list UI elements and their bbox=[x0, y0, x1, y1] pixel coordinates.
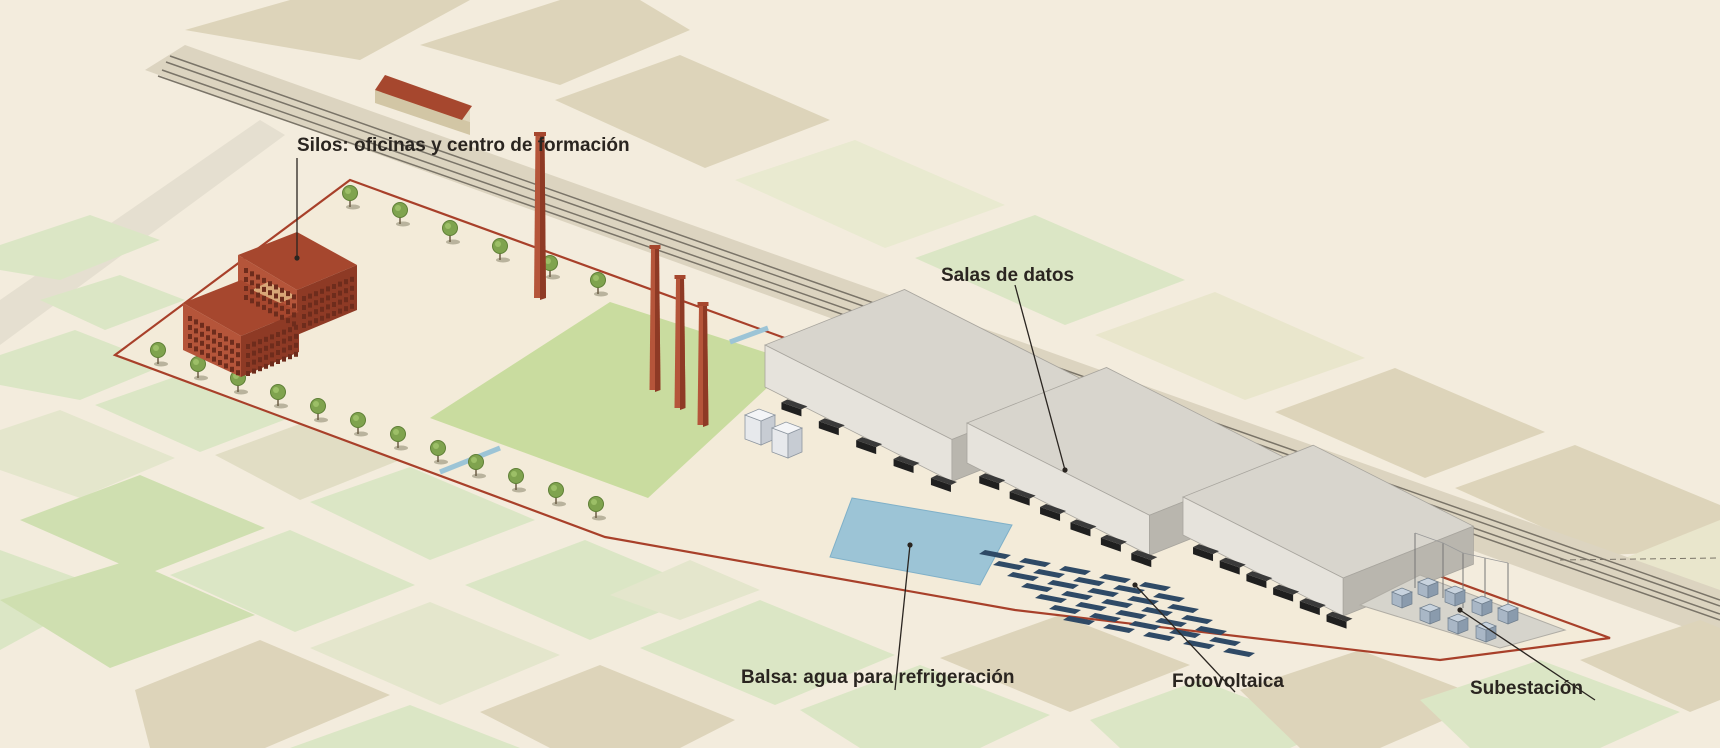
solar-panel bbox=[1139, 582, 1171, 591]
tree bbox=[492, 238, 510, 263]
solar-panel bbox=[1129, 621, 1161, 630]
solar-panel bbox=[1183, 640, 1215, 649]
solar-panel bbox=[1103, 624, 1135, 633]
tree bbox=[342, 185, 360, 210]
solar-panel bbox=[1115, 610, 1147, 619]
solar-panel bbox=[1061, 591, 1093, 600]
label-subestacion: Subestación bbox=[1470, 678, 1583, 699]
solar-panel bbox=[993, 561, 1025, 570]
data-hall bbox=[1182, 444, 1475, 629]
solar-panel bbox=[1087, 588, 1119, 597]
city-blocks-south bbox=[0, 215, 1720, 748]
tree bbox=[588, 496, 606, 521]
solar-panel bbox=[1075, 602, 1107, 611]
tree bbox=[310, 398, 328, 423]
solar-panel bbox=[1059, 566, 1091, 575]
solar-panel bbox=[1073, 577, 1105, 586]
solar-panel bbox=[1021, 583, 1053, 592]
chimneys bbox=[534, 132, 709, 427]
auxiliary-modules bbox=[743, 408, 804, 459]
site-boundary bbox=[112, 178, 1611, 662]
tree bbox=[508, 468, 526, 493]
station-building bbox=[375, 75, 472, 135]
leader-subestacion bbox=[1459, 609, 1596, 701]
solar-panel bbox=[1019, 558, 1051, 567]
transformer bbox=[1475, 621, 1497, 643]
chimney bbox=[674, 275, 686, 410]
transformer bbox=[1444, 585, 1466, 607]
leader-salas bbox=[1014, 284, 1066, 471]
solar-panel bbox=[1209, 637, 1241, 646]
labels: Silos: oficinas y centro de formación Sa… bbox=[297, 135, 1583, 699]
tree bbox=[150, 342, 168, 367]
solar-panel bbox=[1089, 613, 1121, 622]
trees bbox=[150, 185, 608, 521]
silos-buildings bbox=[183, 232, 357, 377]
solar-panel bbox=[1113, 585, 1145, 594]
label-fotovoltaica: Fotovoltaica bbox=[1172, 671, 1284, 692]
solar-panels bbox=[979, 550, 1255, 657]
tree bbox=[542, 255, 560, 280]
road-west bbox=[0, 120, 285, 345]
transformer bbox=[1471, 595, 1493, 617]
tree bbox=[390, 426, 408, 451]
solar-panel bbox=[1101, 599, 1133, 608]
solar-panel bbox=[1047, 580, 1079, 589]
transformer bbox=[1419, 603, 1441, 625]
solar-panel bbox=[1181, 615, 1213, 624]
tree bbox=[442, 220, 460, 245]
tree bbox=[392, 202, 410, 227]
solar-panel bbox=[1153, 593, 1185, 602]
chimney bbox=[697, 302, 709, 427]
tree bbox=[350, 412, 368, 437]
solar-panel bbox=[979, 550, 1011, 559]
leader-lines bbox=[294, 158, 1596, 701]
solar-panel bbox=[1099, 574, 1131, 583]
tree bbox=[270, 384, 288, 409]
solar-panel bbox=[1049, 605, 1081, 614]
solar-panel bbox=[1063, 616, 1095, 625]
leader-fotovoltaica bbox=[1134, 584, 1236, 693]
city-blocks-north bbox=[185, 0, 1720, 600]
transformer bbox=[1417, 577, 1439, 599]
solar-panel bbox=[1195, 626, 1227, 635]
solar-panel bbox=[1033, 569, 1065, 578]
tree bbox=[548, 482, 566, 507]
transformer bbox=[1497, 603, 1519, 625]
label-salas-de-datos: Salas de datos bbox=[941, 265, 1074, 286]
solar-panel bbox=[1007, 572, 1039, 581]
tree bbox=[590, 272, 608, 297]
label-silos: Silos: oficinas y centro de formación bbox=[297, 135, 630, 156]
solar-panel bbox=[1143, 632, 1175, 641]
tree bbox=[468, 454, 486, 479]
cooling-pond bbox=[829, 497, 1013, 586]
transformer bbox=[1391, 587, 1413, 609]
chimney bbox=[649, 245, 661, 392]
leader-balsa bbox=[894, 544, 911, 691]
solar-panel bbox=[1167, 604, 1199, 613]
solar-panel bbox=[1141, 607, 1173, 616]
chimney bbox=[534, 132, 546, 300]
solar-panel bbox=[1223, 648, 1255, 657]
transformer bbox=[1447, 613, 1469, 635]
label-balsa: Balsa: agua para refrigeración bbox=[741, 667, 1015, 688]
solar-panel bbox=[1169, 629, 1201, 638]
tree bbox=[430, 440, 448, 465]
solar-panel bbox=[1035, 594, 1067, 603]
solar-panel bbox=[1155, 618, 1187, 627]
